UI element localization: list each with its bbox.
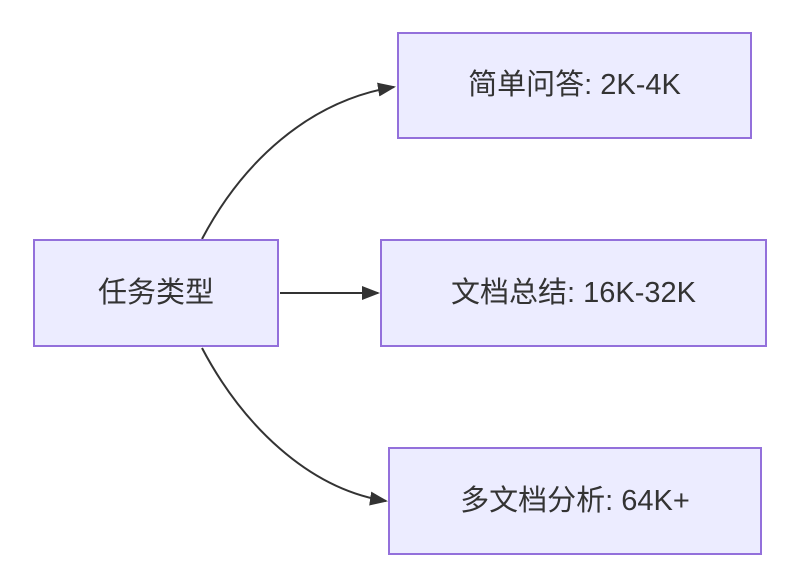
node-task-type-label: 任务类型	[97, 276, 214, 309]
node-multidoc-analysis-label: 多文档分析: 64K+	[460, 484, 690, 517]
edge-to-simple-qa	[201, 82, 396, 240]
edge-to-multidoc-analysis	[201, 347, 388, 506]
node-simple-qa: 简单问答: 2K-4K	[397, 32, 752, 139]
node-simple-qa-label: 简单问答: 2K-4K	[468, 69, 681, 102]
node-doc-summary-label: 文档总结: 16K-32K	[451, 276, 696, 309]
node-multidoc-analysis: 多文档分析: 64K+	[388, 447, 762, 555]
node-doc-summary: 文档总结: 16K-32K	[380, 239, 767, 347]
node-task-type: 任务类型	[33, 239, 279, 347]
